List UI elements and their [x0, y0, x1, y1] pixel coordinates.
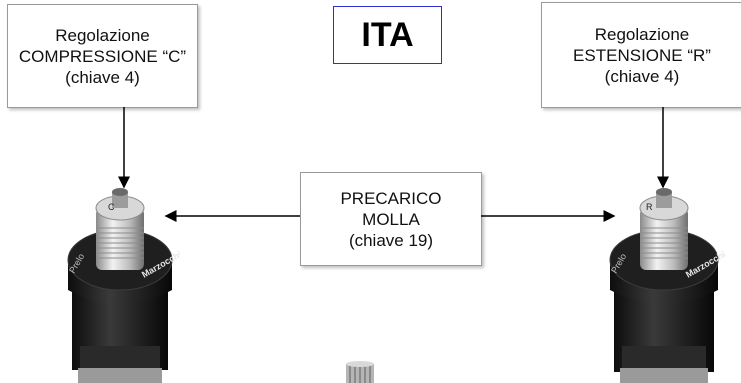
left-fork-cap: C Prelo Marzocchi: [67, 188, 180, 383]
callout-spring-preload: PRECARICO MOLLA (chiave 19): [300, 172, 482, 266]
callout-rebound-line3: (chiave 4): [604, 66, 680, 86]
right-knob-letter: R: [646, 202, 653, 212]
callout-compression-adjustment: Regolazione COMPRESSIONE “C” (chiave 4): [7, 4, 198, 108]
left-knob-letter: C: [108, 202, 115, 212]
callout-rebound-adjustment: Regolazione ESTENSIONE “R” (chiave 4): [541, 2, 741, 108]
callout-compression-line1: Regolazione: [55, 25, 150, 45]
callout-preload-line3: (chiave 19): [348, 230, 434, 250]
callout-rebound-line1: Regolazione: [594, 24, 690, 44]
callout-rebound-line2: ESTENSIONE “R”: [573, 45, 711, 65]
callout-preload-line2: MOLLA: [362, 209, 420, 229]
callout-compression-line2: COMPRESSIONE “C”: [18, 46, 187, 66]
callout-preload-line1: PRECARICO: [340, 188, 442, 208]
right-fork-cap: R Prelo Marzocchi: [609, 188, 726, 383]
language-badge: ITA: [333, 6, 442, 64]
center-partial-part: [346, 361, 374, 383]
callout-compression-line3: (chiave 4): [65, 67, 140, 87]
